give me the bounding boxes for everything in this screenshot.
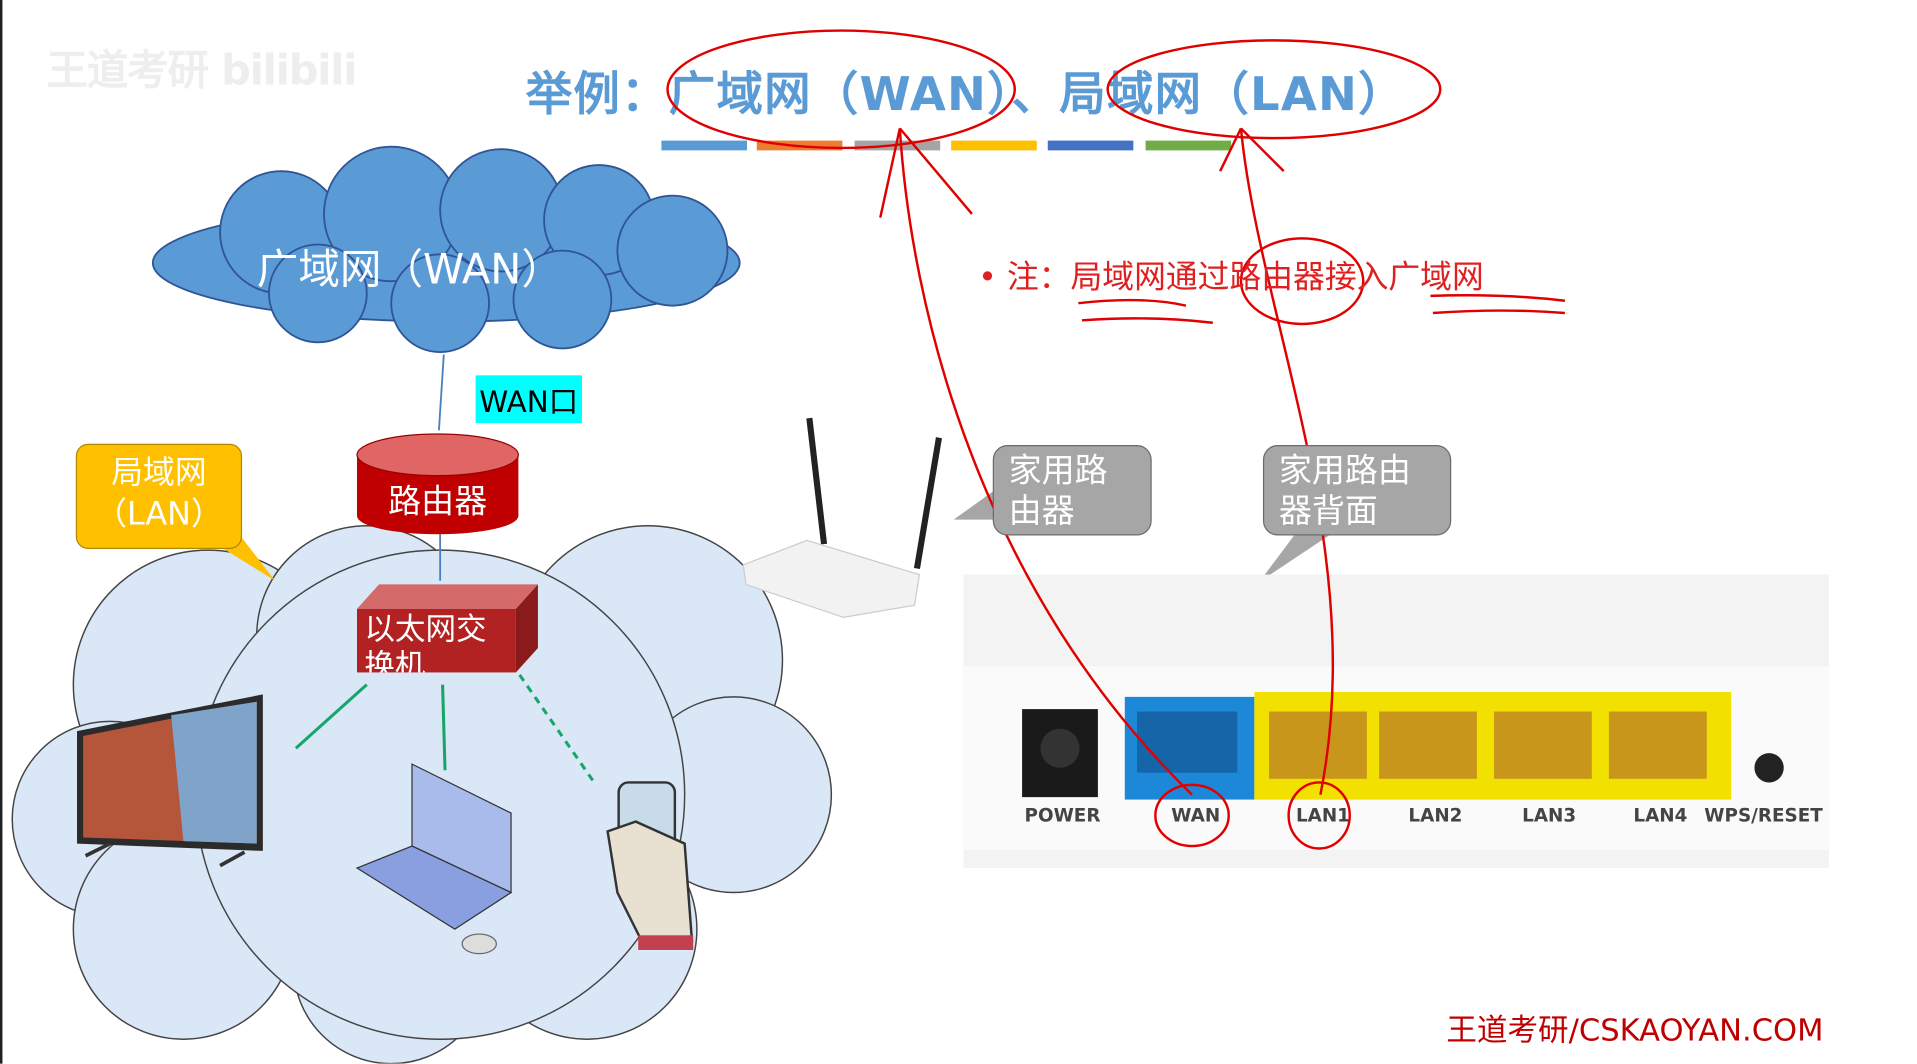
laptop-link (441, 684, 447, 771)
red-annotations (666, 29, 1566, 850)
bilibili-watermark: 王道考研 bilibili (46, 46, 357, 96)
phone-icon (606, 781, 694, 950)
wan-cloud-label: 广域网（WAN） (256, 245, 563, 295)
note-content: 注：局域网通过路由器接入广域网 (1006, 259, 1484, 296)
port-label-lan3: LAN3 (1522, 804, 1577, 827)
port-label-lan2: LAN2 (1408, 804, 1463, 827)
color-bar (661, 140, 748, 151)
home-router-callout: 家用路由器 (992, 445, 1152, 536)
router-back-photo (963, 574, 1830, 869)
footer-watermark: 王道考研/CSKAOYAN.COM (1446, 1012, 1824, 1048)
tv-link (294, 683, 368, 750)
port-label-wan: WAN (1171, 804, 1221, 827)
router-cylinder (356, 433, 519, 535)
lan-callout: 局域网（LAN） (75, 443, 243, 549)
port-label-lan4: LAN4 (1633, 804, 1688, 827)
frame-edge (0, 0, 3, 1064)
laptop-icon (355, 763, 513, 955)
bullet: • (978, 259, 997, 296)
ethernet-switch (356, 584, 538, 673)
note-text: • 注：局域网通过路由器接入广域网 (978, 252, 1484, 297)
port-label-wps-reset: WPS/RESET (1704, 804, 1823, 827)
wps-reset-button (1754, 753, 1784, 783)
tv-icon (77, 694, 263, 868)
port-label-lan1: LAN1 (1295, 804, 1350, 827)
port-label-power: POWER (1024, 804, 1101, 827)
home-router-photo (742, 417, 942, 619)
switch-label: 以太网交换机 (364, 611, 487, 673)
color-bar (951, 140, 1037, 151)
phone-link (518, 674, 596, 784)
router-label: 路由器 (388, 482, 488, 521)
wan-port-label: WAN口 (475, 375, 582, 424)
wan-link (437, 354, 445, 431)
router-back-callout: 家用路由器背面 (1262, 445, 1452, 536)
color-bar (1047, 140, 1134, 151)
color-bar (1145, 140, 1232, 151)
wan-cloud (151, 145, 741, 354)
